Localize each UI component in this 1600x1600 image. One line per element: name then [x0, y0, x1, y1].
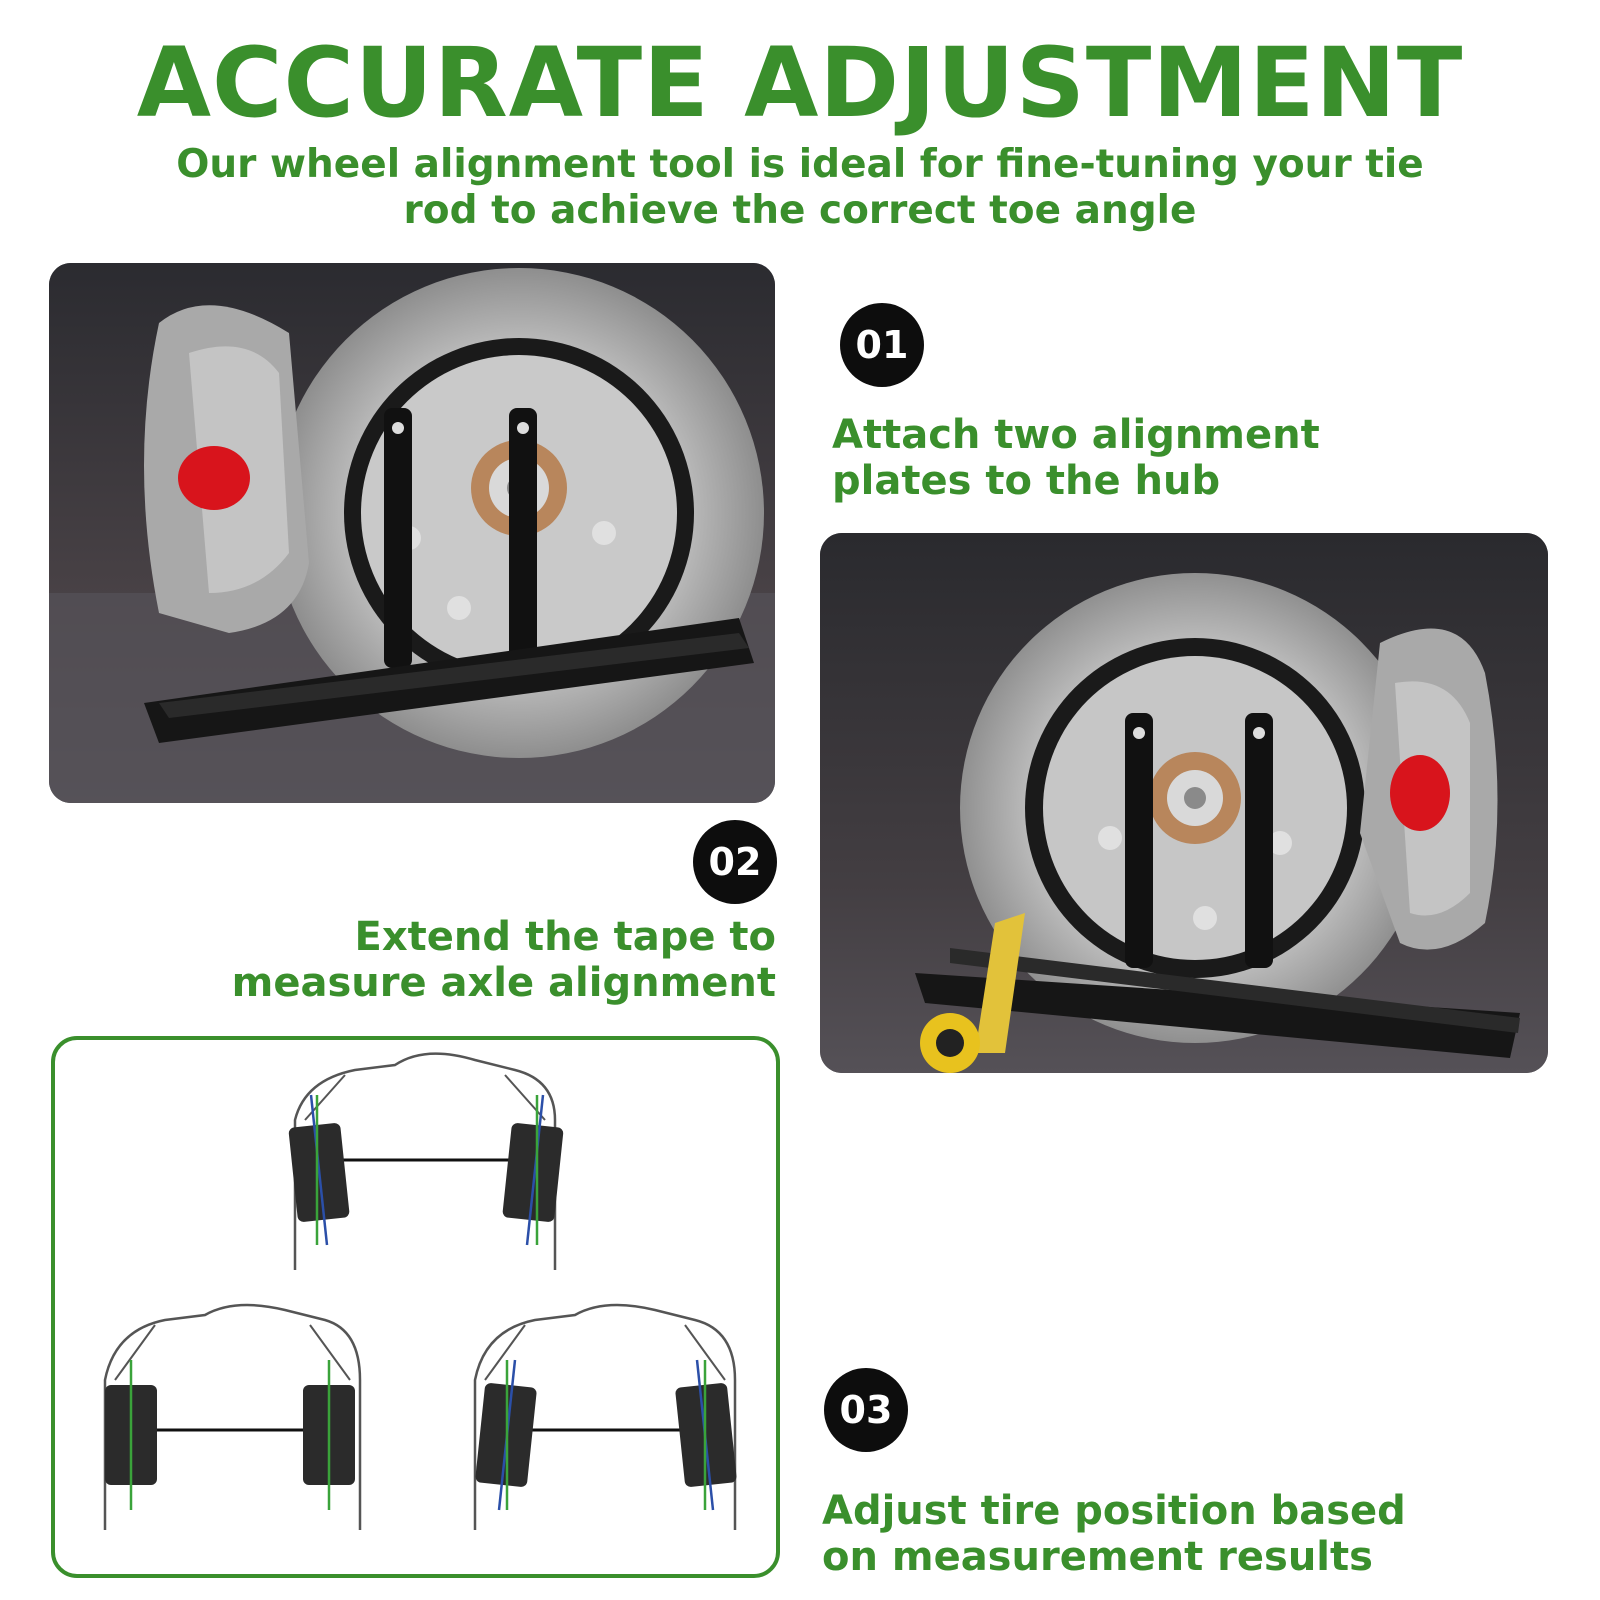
toe-out-car	[473, 1303, 737, 1530]
rotor-with-tape-illustration	[820, 533, 1548, 1073]
step-badge-03: 03	[824, 1368, 908, 1452]
step-text-03: Adjust tire position based on measuremen…	[822, 1488, 1406, 1580]
hub-alignment-photo	[49, 263, 775, 803]
step-badge-02: 02	[693, 820, 777, 904]
step-badge-01: 01	[840, 303, 924, 387]
page-title: ACCURATE ADJUSTMENT	[136, 27, 1464, 139]
zero-toe-car	[103, 1303, 362, 1530]
rotor-with-plates-illustration	[49, 263, 775, 803]
page-subtitle: Our wheel alignment tool is ideal for fi…	[176, 142, 1424, 233]
toe-in-car	[288, 1052, 564, 1270]
axle-measurement-photo	[820, 533, 1548, 1073]
toe-angle-illustration	[103, 1052, 737, 1530]
step-text-01: Attach two alignment plates to the hub	[832, 412, 1320, 504]
toe-angle-diagram	[51, 1036, 780, 1578]
step-text-02: Extend the tape to measure axle alignmen…	[231, 914, 776, 1006]
